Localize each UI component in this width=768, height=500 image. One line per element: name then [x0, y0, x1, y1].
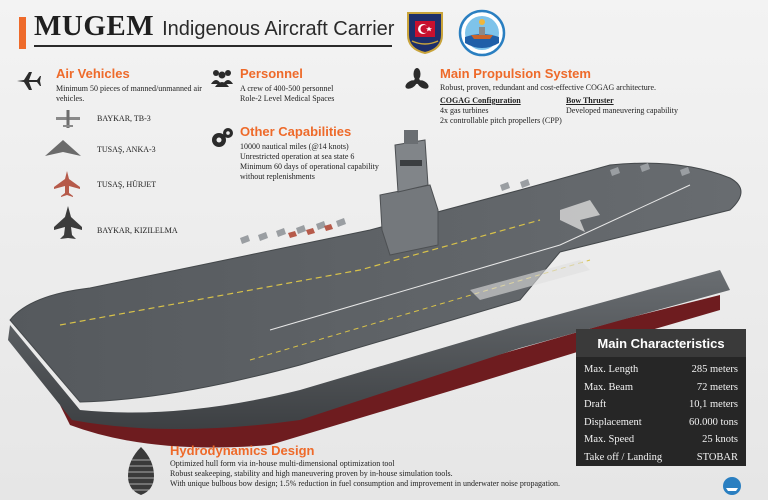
- shipyard-emblem-icon: [458, 9, 506, 57]
- other-capabilities-line4: without replenishments: [240, 172, 315, 181]
- row-label: Draft: [584, 399, 607, 411]
- row-label: Displacement: [584, 416, 642, 428]
- propulsion-text: Robust, proven, redundant and cost-effec…: [440, 83, 657, 92]
- title-sub: Indigenous Aircraft Carrier: [162, 18, 395, 40]
- hurjet-jet-icon: [54, 171, 80, 197]
- personnel-title: Personnel: [240, 66, 303, 81]
- personnel-icon: [211, 70, 233, 87]
- title-main: MUGEM: [34, 10, 155, 42]
- air-vehicles-text: Minimum 50 pieces of manned/unmanned air…: [56, 84, 202, 103]
- aircraft-icon: [17, 72, 41, 90]
- aircraft-label-hurjet: TUSAŞ, HÜRJET: [97, 180, 157, 189]
- page-title: MUGEM Indigenous Aircraft Carrier: [34, 10, 394, 43]
- gears-icon: [212, 128, 233, 147]
- other-capabilities-line1: 10000 nautical miles (@14 knots): [240, 142, 349, 151]
- row-label: Max. Beam: [584, 381, 633, 393]
- aircraft-label-tb3: BAYKAR, TB-3: [97, 114, 151, 123]
- row-value: 10,1 meters: [689, 399, 738, 411]
- characteristics-title: Main Characteristics: [576, 329, 746, 357]
- bow-thruster-line1: Developed maneuvering capability: [566, 106, 678, 115]
- row-value: 285 meters: [691, 364, 738, 376]
- ship-hull-icon: [128, 447, 154, 495]
- cogag-line1: 4x gas turbines: [440, 106, 489, 115]
- hydrodynamics-line1: Optimized hull form via in-house multi-d…: [170, 459, 395, 468]
- row-label: Max. Speed: [584, 434, 635, 446]
- personnel-line1: A crew of 400-500 personnel: [240, 84, 334, 93]
- propulsion-title: Main Propulsion System: [440, 66, 591, 81]
- kizilelma-jet-icon: [54, 206, 82, 239]
- aircraft-carrier-illustration: [8, 130, 742, 448]
- title-accent-bar: [19, 17, 26, 49]
- row-value: 60.000 tons: [688, 416, 738, 428]
- row-value: STOBAR: [696, 451, 738, 463]
- other-capabilities-line2: Unrestricted operation at sea state 6: [240, 152, 355, 161]
- cogag-title: COGAG Configuration: [440, 96, 521, 105]
- anka3-drone-icon: [45, 140, 81, 156]
- characteristics-table: Max. Length 285 meters Max. Beam 72 mete…: [584, 361, 738, 466]
- table-row: Max. Speed 25 knots: [584, 431, 738, 449]
- personnel-line2: Role-2 Level Medical Spaces: [240, 94, 335, 103]
- air-vehicles-title: Air Vehicles: [56, 66, 130, 81]
- table-row: Take off / Landing STOBAR: [584, 449, 738, 467]
- hydrodynamics-line3: With unique bulbous bow design; 1.5% red…: [170, 479, 561, 488]
- tb3-drone-icon: [56, 110, 80, 128]
- table-row: Max. Beam 72 meters: [584, 379, 738, 397]
- table-row: Displacement 60.000 tons: [584, 414, 738, 432]
- row-label: Take off / Landing: [584, 451, 663, 463]
- hydrodynamics-title: Hydrodynamics Design: [170, 443, 315, 458]
- aircraft-label-anka3: TUSAŞ, ANKA-3: [97, 145, 156, 154]
- other-capabilities-line3: Minimum 60 days of operational capabilit…: [240, 162, 379, 171]
- cogag-line2: 2x controllable pitch propellers (CPP): [440, 116, 562, 125]
- title-underline: [34, 45, 392, 47]
- row-label: Max. Length: [584, 364, 639, 376]
- navy-emblem-icon: [407, 12, 443, 55]
- table-row: Draft 10,1 meters: [584, 396, 738, 414]
- bottom-emblem-icon: [723, 477, 741, 495]
- hydrodynamics-line2: Robust seakeeping, stability and high ma…: [170, 469, 453, 478]
- row-value: 25 knots: [702, 434, 738, 446]
- table-row: Max. Length 285 meters: [584, 361, 738, 379]
- propeller-icon: [405, 68, 429, 89]
- aircraft-label-kizilelma: BAYKAR, KIZILELMA: [97, 226, 178, 235]
- other-capabilities-title: Other Capabilities: [240, 124, 352, 139]
- row-value: 72 meters: [696, 381, 738, 393]
- bow-thruster-title: Bow Thruster: [566, 96, 614, 105]
